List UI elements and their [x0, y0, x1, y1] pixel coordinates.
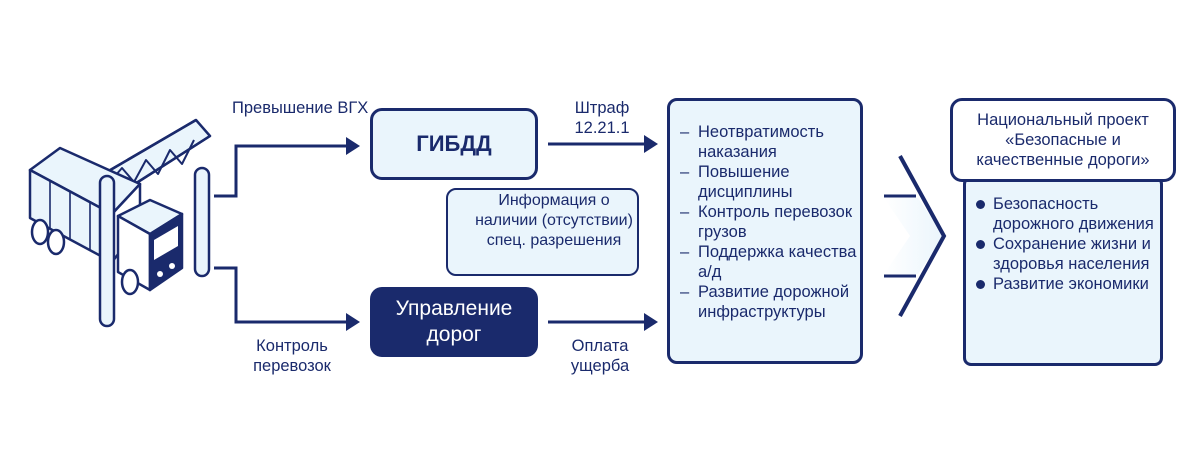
- bullet-icon: [976, 200, 985, 209]
- truck-split-arrows: [214, 144, 346, 324]
- arrow-fine-head: [644, 135, 658, 153]
- fine-label: Штраф 12.21.1: [574, 99, 630, 137]
- dash-marker: –: [680, 203, 690, 221]
- national-project-title-text: Национальный проект «Безопасные и качест…: [976, 111, 1150, 169]
- effects-list: –Неотвратимость наказания –Повышение дис…: [680, 122, 860, 322]
- national-project-list: Безопасность дорожного движения Сохранен…: [976, 194, 1156, 294]
- effects-item-label: Контроль перевозок грузов: [698, 203, 853, 241]
- effects-item-label: Повышение дисциплины: [698, 163, 793, 201]
- payment-label: Оплата ущерба: [570, 337, 630, 375]
- info-box-label: Информация о наличии (отсутствии) спец. …: [475, 192, 633, 249]
- effects-item-label: Неотвратимость наказания: [698, 123, 824, 161]
- roads-box-label: Управление дорог: [395, 297, 513, 346]
- excess-label: Превышение ВГХ: [232, 99, 369, 117]
- national-item: Развитие экономики: [976, 274, 1156, 294]
- arrow-to-roads: [346, 313, 360, 331]
- dash-marker: –: [680, 163, 690, 181]
- roads-box: Управление дорог: [370, 287, 538, 357]
- effects-item: –Развитие дорожной инфраструктуры: [680, 282, 860, 322]
- national-project-title: Национальный проект «Безопасные и качест…: [950, 98, 1176, 182]
- info-box: [446, 188, 639, 276]
- effects-item: –Поддержка качества а/д: [680, 242, 860, 282]
- national-item-label: Безопасность дорожного движения: [993, 195, 1154, 233]
- national-item-label: Развитие экономики: [993, 275, 1149, 293]
- national-item: Безопасность дорожного движения: [976, 194, 1156, 234]
- dash-marker: –: [680, 243, 690, 261]
- national-item-label: Сохранение жизни и здоровья населения: [993, 235, 1151, 273]
- bullet-icon: [976, 280, 985, 289]
- dash-marker: –: [680, 123, 690, 141]
- effects-item-label: Поддержка качества а/д: [698, 243, 857, 281]
- effects-item: –Повышение дисциплины: [680, 162, 860, 202]
- arrow-payment-head: [644, 313, 658, 331]
- gibdd-box: ГИБДД: [370, 108, 538, 180]
- national-item: Сохранение жизни и здоровья населения: [976, 234, 1156, 274]
- funnel-arrow: [884, 155, 947, 317]
- effects-item-label: Развитие дорожной инфраструктуры: [698, 283, 850, 321]
- effects-box: [667, 98, 863, 364]
- arrow-to-gibdd: [346, 137, 360, 155]
- effects-item: –Контроль перевозок грузов: [680, 202, 860, 242]
- bullet-icon: [976, 240, 985, 249]
- truck-scale-icon: [28, 118, 212, 328]
- gibdd-box-label: ГИБДД: [416, 131, 492, 156]
- control-label: Контроль перевозок: [253, 337, 331, 375]
- effects-item: –Неотвратимость наказания: [680, 122, 860, 162]
- dash-marker: –: [680, 283, 690, 301]
